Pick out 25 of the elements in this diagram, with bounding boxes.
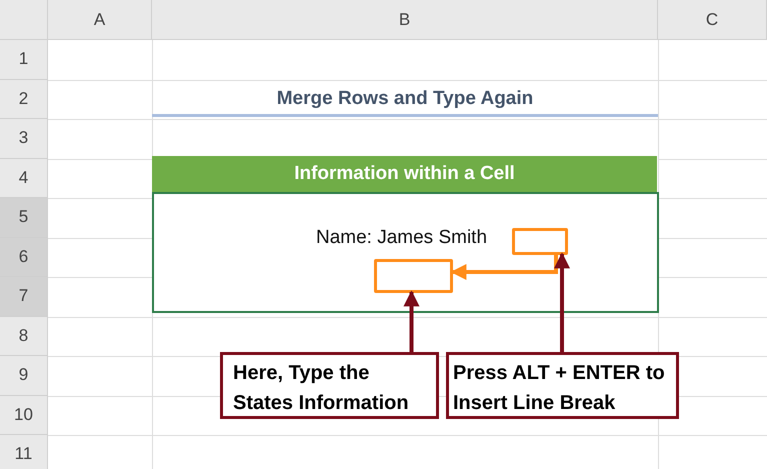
- row-header: 6: [0, 238, 48, 277]
- row-header: 9: [0, 356, 48, 396]
- cell-text: Name: James Smith: [314, 227, 488, 249]
- arrow: [554, 252, 570, 352]
- row-header: 1: [0, 40, 48, 80]
- highlight-box: [512, 228, 568, 255]
- column-header: C: [658, 0, 767, 40]
- row-header: 5: [0, 198, 48, 238]
- row-header: 10: [0, 396, 48, 435]
- row-header: 8: [0, 316, 48, 356]
- column-header: A: [48, 0, 152, 40]
- arrow: [404, 290, 420, 352]
- row-header: 4: [0, 158, 48, 198]
- sheet-title: Merge Rows and Type Again: [276, 87, 534, 112]
- column-header: B: [152, 0, 658, 40]
- row-header: 2: [0, 80, 48, 119]
- arrow: [450, 253, 558, 280]
- table-header: Information within a Cell: [152, 156, 658, 192]
- callout-box: Here, Type the States Information: [220, 352, 439, 419]
- row-header: 7: [0, 277, 48, 316]
- highlight-box: [374, 259, 453, 293]
- row-header: 11: [0, 435, 48, 469]
- merged-cell: [152, 192, 659, 313]
- callout-box: Press ALT + ENTER to Insert Line Break: [446, 352, 679, 419]
- row-header: 3: [0, 119, 48, 158]
